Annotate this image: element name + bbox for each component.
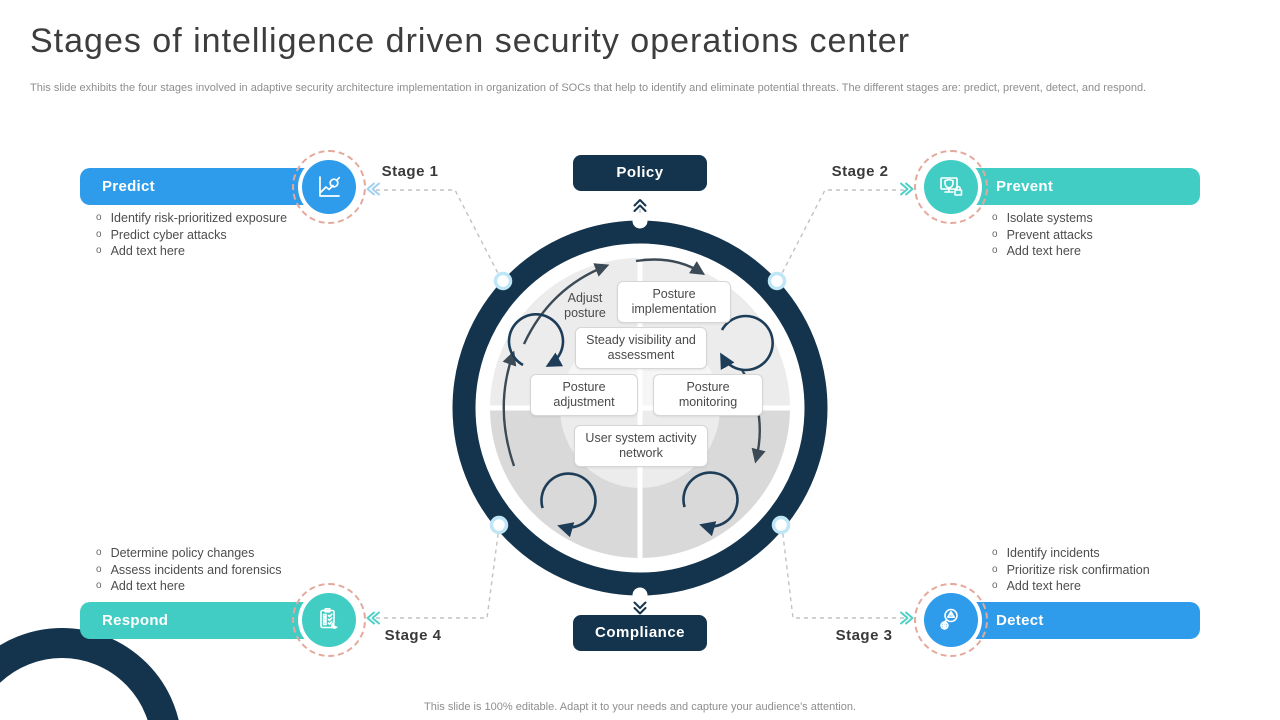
corner-arc-decoration: [0, 628, 179, 720]
arrow-topright: [635, 258, 706, 275]
stage4-connector: [376, 526, 500, 619]
upper-left-dot: [493, 271, 513, 291]
posture-implementation-box: Posture implementation: [617, 281, 731, 323]
respond-label: Respond: [102, 612, 169, 629]
lower-left-dot: [489, 515, 509, 535]
detect-label: Detect: [996, 612, 1044, 629]
adjust-posture-label: Adjust posture: [564, 291, 606, 320]
detect-icon-badge: [914, 583, 988, 657]
upper-right-dot: [767, 271, 787, 291]
predict-label: Predict: [102, 178, 155, 195]
stage3-label: Stage 3: [835, 627, 893, 644]
stage1-connector: [376, 189, 503, 282]
loop-arrows: [507, 313, 774, 538]
chevrons: [366, 182, 914, 625]
prevent-icon-badge: [914, 150, 988, 224]
stage4-label: Stage 4: [384, 627, 442, 644]
stage3-chevron-icon: [900, 611, 914, 625]
arrow-left-up: [502, 350, 517, 467]
page-title: Stages of intelligence driven security o…: [30, 22, 911, 60]
steady-visibility-box: Steady visibility and assessment: [575, 327, 707, 369]
top-dot: [632, 213, 648, 229]
lower-right-dot: [771, 515, 791, 535]
magnifier-alert-globe-icon: [924, 593, 978, 647]
stage3-connector: [781, 526, 904, 619]
predict-icon-badge: [292, 150, 366, 224]
stage4-chevron-icon: [366, 611, 380, 625]
prevent-label: Prevent: [996, 178, 1054, 195]
respond-icon-badge: [292, 583, 366, 657]
stage1-label: Stage 1: [381, 163, 439, 180]
trend-chart-magnifier-icon: [302, 160, 356, 214]
footer-note: This slide is 100% editable. Adapt it to…: [424, 701, 856, 713]
stage2-chevron-icon: [900, 182, 914, 196]
ring-dots: [489, 213, 791, 603]
stage1-chevron-icon: [366, 182, 380, 196]
user-system-activity-box: User system activity network: [574, 425, 708, 467]
slide-description: This slide exhibits the four stages invo…: [30, 82, 1147, 94]
respond-bar: Respond: [80, 602, 320, 639]
predict-bar: Predict: [80, 168, 320, 205]
arrow-topleft: [522, 263, 610, 345]
compliance-chevron-down-icon: [633, 601, 647, 615]
policy-node: Policy: [573, 155, 707, 191]
posture-adjustment-box: Posture adjustment: [530, 374, 638, 416]
stage2-label: Stage 2: [831, 163, 889, 180]
stage2-connector: [777, 189, 904, 282]
bottom-dot: [632, 587, 648, 603]
monitor-shield-lock-icon: [924, 160, 978, 214]
policy-chevron-up-icon: [633, 199, 647, 212]
outer-ring: [452, 220, 828, 596]
clipboard-checklist-icon: [302, 593, 356, 647]
posture-monitoring-box: Posture monitoring: [653, 374, 763, 416]
compliance-node: Compliance: [573, 615, 707, 651]
